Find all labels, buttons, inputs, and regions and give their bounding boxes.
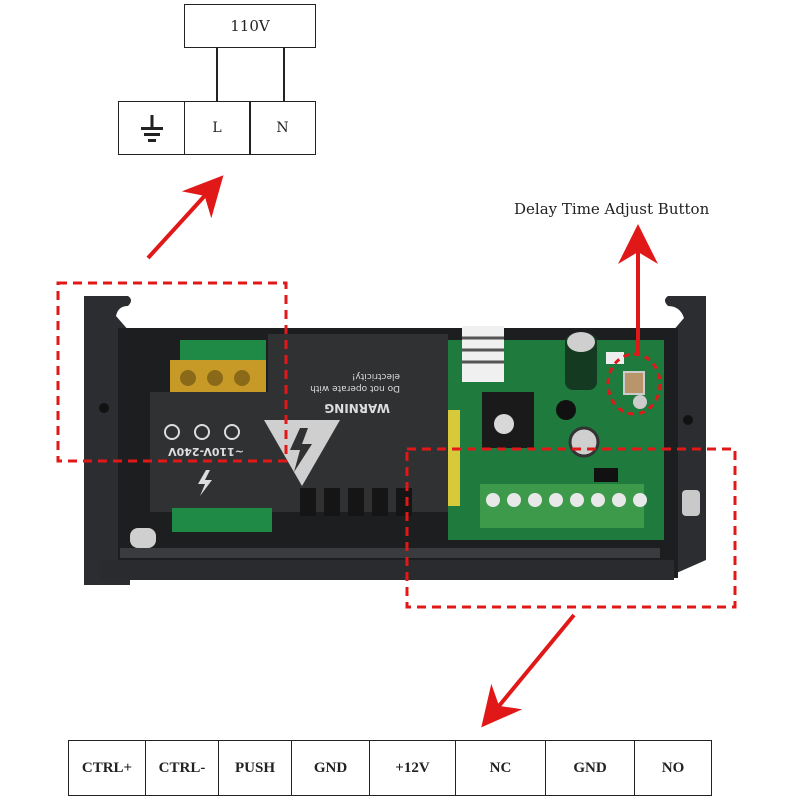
- terminal-label: NO: [661, 759, 685, 776]
- terminal-no: NO: [634, 741, 711, 795]
- terminal-label: GND: [313, 759, 348, 776]
- terminal-label: NC: [489, 759, 512, 776]
- wire-live: [216, 48, 218, 102]
- capacitor-small: [568, 426, 600, 458]
- terminal-label: +12V: [395, 759, 430, 776]
- input-screws: [164, 424, 240, 440]
- ac-terminal-label: L: [212, 120, 222, 136]
- wire-neutral: [283, 48, 285, 102]
- terminal-label: GND: [573, 759, 607, 776]
- terminal-screws: [486, 493, 647, 507]
- psu-bottom-board: [172, 508, 272, 532]
- ac-terminal-n: N: [249, 101, 316, 155]
- delay-adjust-highlight: [606, 352, 662, 416]
- arrow-to-control-diagram: [481, 613, 576, 728]
- power-supply-module: WARNING Do not operate with electricity!…: [150, 334, 448, 532]
- power-lightning-icon: [198, 470, 212, 496]
- delay-adjust-label: Delay Time Adjust Button: [514, 200, 710, 218]
- mount-slot-right: [682, 490, 700, 516]
- mount-hole-right: [683, 415, 693, 425]
- arrow-to-ac-diagram: [146, 175, 224, 260]
- terminal-ctrl-minus: CTRL-: [145, 741, 218, 795]
- warning-line2: electricity!: [352, 371, 400, 381]
- ac-input-highlight: [56, 281, 288, 463]
- input-voltage-label: ~110V-240V: [168, 445, 244, 458]
- terminal-nc: NC: [455, 741, 545, 795]
- terminal-label: CTRL-: [158, 759, 206, 776]
- ac-terminal-block: L N: [118, 101, 316, 155]
- ground-icon: [140, 115, 163, 142]
- inductor: [556, 400, 576, 420]
- pcb: [446, 326, 664, 540]
- mount-slot-left: [130, 528, 156, 548]
- terminal-gnd-2: GND: [545, 741, 634, 795]
- heat-sink: [462, 326, 504, 382]
- terminal-label: CTRL+: [81, 759, 133, 776]
- mount-hole-left: [99, 403, 109, 413]
- control-terminal-highlight: [405, 447, 737, 609]
- power-source-label: 110V: [230, 17, 270, 35]
- optocoupler: [594, 468, 618, 482]
- terminal-gnd-1: GND: [291, 741, 369, 795]
- warning-title: WARNING: [324, 401, 390, 415]
- warning-line1: Do not operate with: [310, 383, 400, 393]
- terminal-ctrl-plus: CTRL+: [69, 741, 145, 795]
- enclosure-floor: [100, 560, 674, 580]
- potentiometer: [623, 371, 645, 395]
- callouts: [56, 175, 737, 728]
- ac-terminal-l: L: [183, 101, 251, 155]
- enclosure-lip: [120, 548, 660, 558]
- terminal-label: PUSH: [234, 759, 275, 776]
- terminal-push: PUSH: [218, 741, 291, 795]
- lightning-icon: [290, 428, 312, 472]
- ac-terminal-label: N: [276, 120, 289, 136]
- control-terminal-block: CTRL+ CTRL- PUSH GND +12V NC GND NO: [68, 740, 712, 796]
- transformer-coil: [446, 410, 460, 506]
- power-source-box: 110V: [184, 4, 316, 48]
- ac-terminal-ground: [118, 101, 185, 155]
- vent-slots: [300, 488, 412, 516]
- terminal-12v: +12V: [369, 741, 455, 795]
